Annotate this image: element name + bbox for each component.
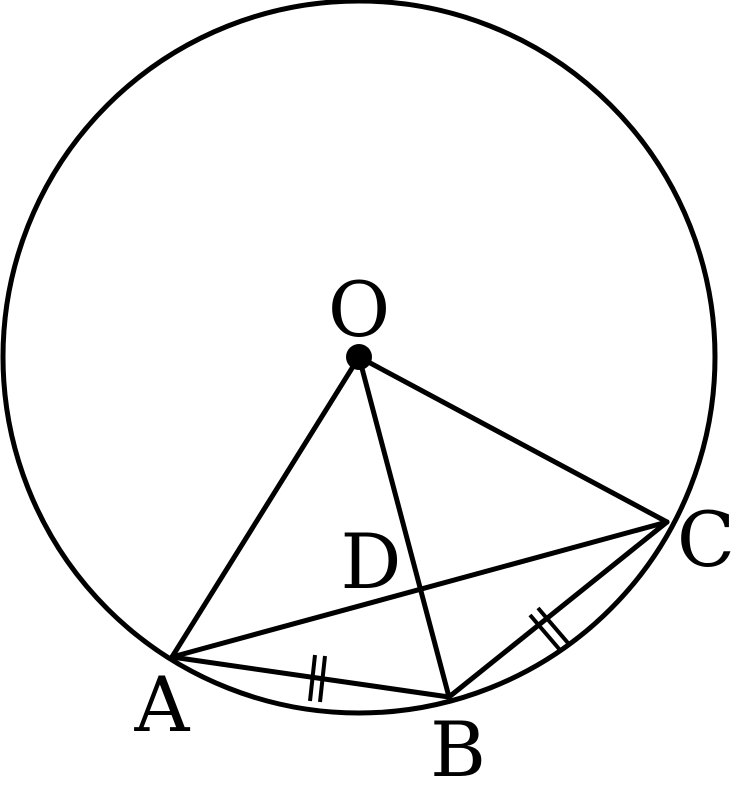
tick-marks-ab xyxy=(308,654,327,703)
label-o: O xyxy=(328,265,390,354)
segment-ob xyxy=(356,354,452,700)
label-c: C xyxy=(677,495,735,584)
tick-ab-1 xyxy=(308,654,317,702)
segment-bc xyxy=(446,519,670,700)
tick-bc-1 xyxy=(528,613,562,652)
center-point-o xyxy=(346,344,372,370)
segment-oc xyxy=(356,354,670,525)
tick-marks-bc xyxy=(528,606,570,652)
circle-o xyxy=(0,0,718,716)
label-b: B xyxy=(430,705,486,794)
segment-oa xyxy=(169,354,362,660)
segment-ac xyxy=(169,519,670,660)
segment-ab xyxy=(169,654,452,700)
label-a: A xyxy=(134,660,191,749)
label-d: D xyxy=(341,517,402,606)
tick-ab-2 xyxy=(318,655,327,703)
tick-bc-2 xyxy=(536,606,570,645)
